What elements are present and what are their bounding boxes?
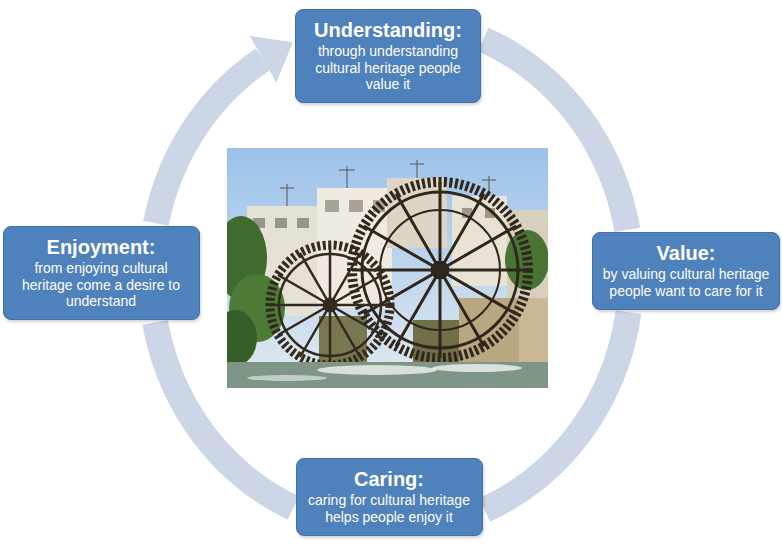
sky — [227, 148, 548, 388]
river-water — [227, 362, 548, 388]
small-water-wheel — [270, 245, 390, 365]
box-body: caring for cultural heritage helps peopl… — [305, 492, 474, 526]
cycle-box: Value:by valuing cultural heritage peopl… — [592, 232, 780, 310]
box-heading: Value: — [601, 241, 771, 265]
box-heading: Enjoyment: — [12, 235, 191, 259]
box-body: through understanding cultural heritage … — [304, 43, 472, 93]
water-wheel-photo — [227, 148, 548, 388]
buildings — [247, 160, 548, 368]
cycle-box: Enjoyment:from enjoying cultural heritag… — [3, 226, 200, 320]
box-heading: Understanding: — [304, 18, 472, 42]
box-heading: Caring: — [305, 467, 474, 491]
box-body: by valuing cultural heritage people want… — [601, 266, 771, 300]
cycle-box: Caring:caring for cultural heritage help… — [296, 458, 483, 536]
cycle-box: Understanding:through understanding cult… — [295, 9, 481, 103]
arrow-head — [250, 36, 293, 83]
box-body: from enjoying cultural heritage come a d… — [12, 260, 191, 310]
